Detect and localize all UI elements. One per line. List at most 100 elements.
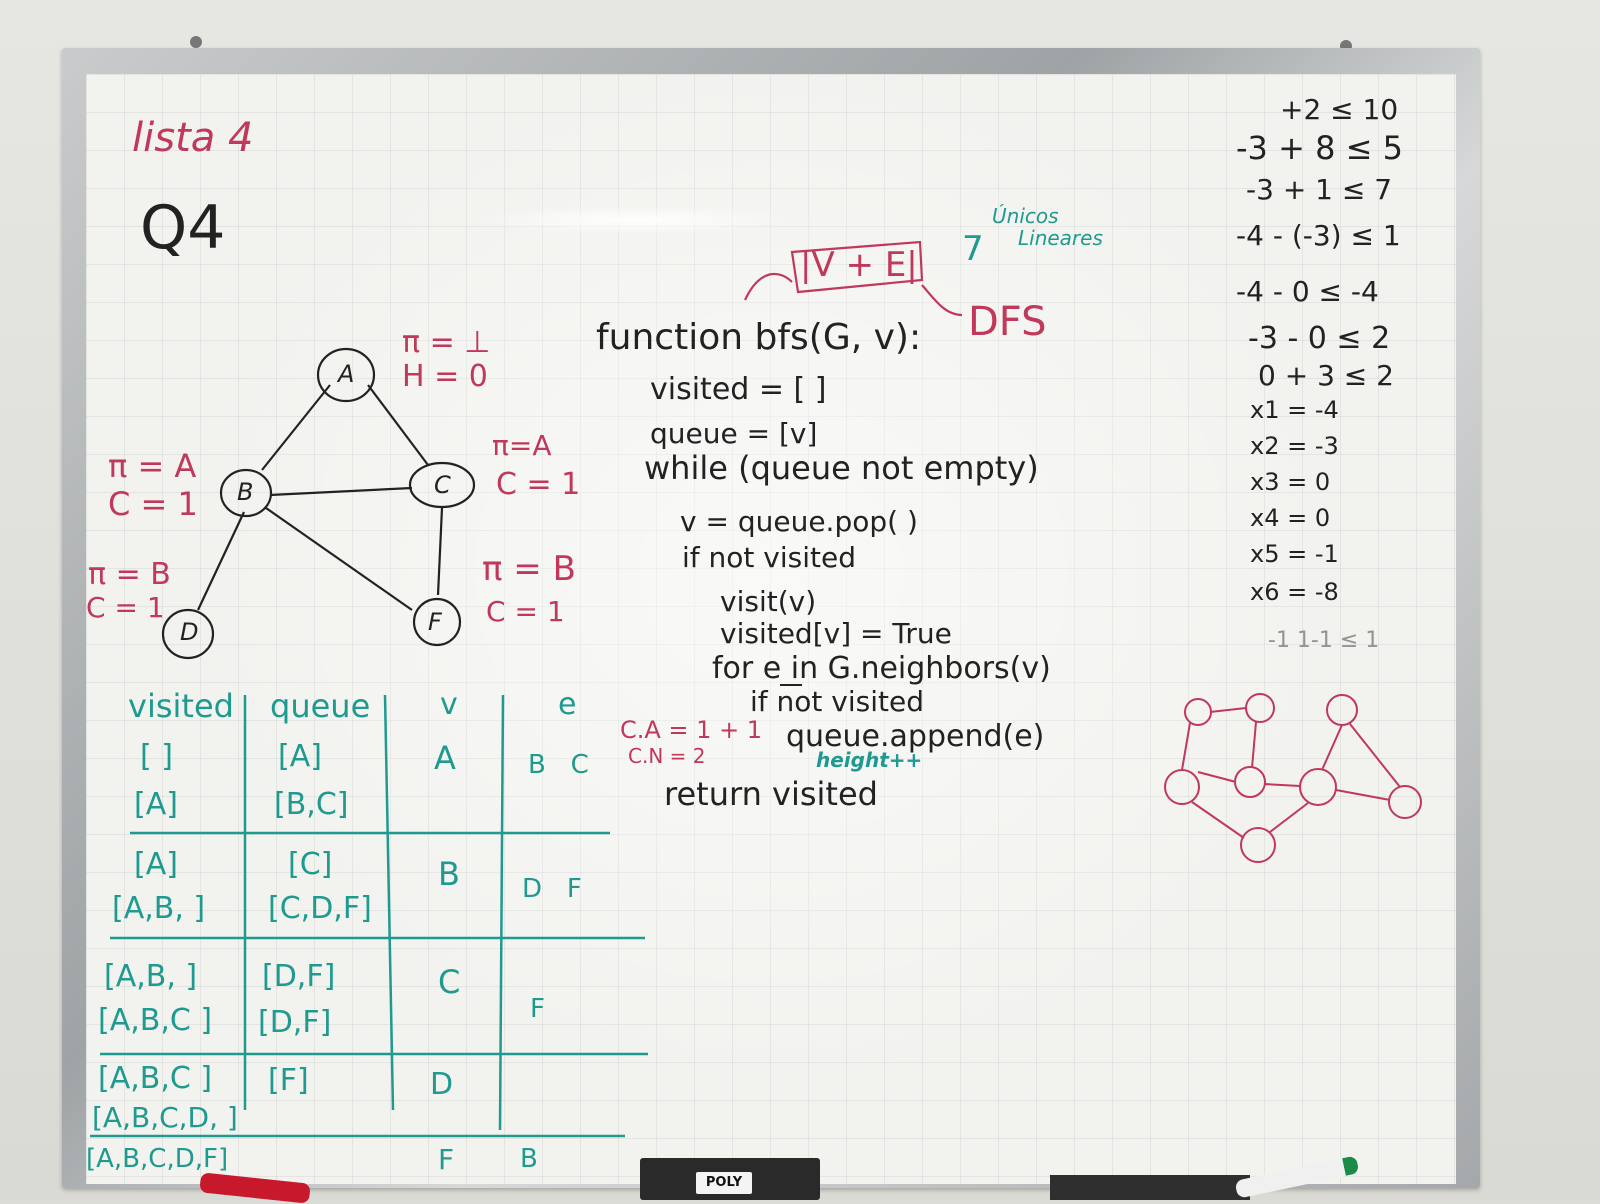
math-line: x5 = -1 (1250, 540, 1339, 568)
code-line-queue-init: queue = [v] (650, 417, 818, 450)
annotation-d-c: C = 1 (86, 591, 165, 624)
table-header-queue: queue (270, 687, 371, 725)
edge-c-f (436, 507, 444, 596)
graph-edges (197, 384, 444, 611)
math-line: x3 = 0 (1250, 468, 1331, 496)
table-cell-v: D (430, 1067, 454, 1102)
node-circle-b (219, 468, 273, 518)
table-header-visited: visited (128, 687, 234, 725)
table-cell-visited: [A,B, ] (112, 891, 206, 926)
math-line: -1 1-1 ≤ 1 (1268, 628, 1380, 653)
eraser-brand: POLY (696, 1172, 752, 1194)
math-line: x2 = -3 (1250, 432, 1339, 460)
code-line-if-inner: if not visited (750, 685, 924, 718)
complexity-note-linear: Lineares (1018, 226, 1103, 250)
whiteboard-surface (86, 74, 1456, 1184)
table-cell-visited: [A,B,C,D, ] (92, 1101, 238, 1134)
table-cell-queue: [C,D,F] (268, 891, 372, 926)
edge-b-d (197, 511, 245, 611)
math-line: 0 + 3 ≤ 2 (1258, 359, 1394, 392)
table-cell-e: D F (522, 874, 582, 904)
annotation-c-c: C = 1 (496, 467, 581, 502)
node-circle-f (412, 597, 462, 647)
table-cell-visited: [A] (134, 847, 178, 882)
math-line: x6 = -8 (1250, 578, 1339, 606)
complexity-note-unique: Únicos (992, 204, 1059, 228)
side-note-1: C.A = 1 + 1 (620, 716, 763, 744)
table-cell-queue: [B,C] (274, 787, 349, 822)
node-label-d: D (180, 618, 199, 646)
code-line-while: while (queue not empty) (644, 449, 1039, 487)
complexity-arrow: 7 (962, 229, 984, 269)
height-note: height++ (816, 748, 923, 772)
annotation-b-pi: π = A (108, 447, 197, 485)
table-cell-visited: [A,B,C ] (98, 1061, 213, 1096)
table-cell-visited: [A] (134, 787, 178, 822)
table-cell-e: F (530, 994, 545, 1024)
side-note-2: C.N = 2 (628, 744, 706, 768)
code-line-append: queue.append(e) (786, 719, 1045, 754)
table-cell-e: B C (528, 750, 589, 780)
mount-screw (190, 36, 202, 48)
code-line-mark: visited[v] = True (720, 617, 952, 650)
annotation-b-c: C = 1 (108, 485, 198, 523)
math-line: -4 - (-3) ≤ 1 (1236, 219, 1401, 252)
table-cell-visited: [A,B, ] (104, 959, 198, 994)
table-cell-v: C (438, 963, 461, 1001)
annotation-a-h: H = 0 (402, 359, 488, 394)
code-line-pop: v = queue.pop( ) (680, 505, 918, 538)
code-line-if: if not visited (682, 541, 856, 574)
annotation-d-pi: π = B (88, 557, 171, 592)
table-cell-v: B (438, 855, 460, 893)
table-cell-visited: [A,B,C,D,F] (86, 1144, 229, 1174)
annotation-f-c: C = 1 (486, 595, 565, 628)
node-label-c: C (434, 471, 451, 499)
code-line-visited-init: visited = [ ] (650, 372, 827, 407)
node-label-a: A (338, 360, 355, 388)
board-title: lista 4 (132, 115, 254, 161)
edge-a-c (367, 384, 429, 466)
node-circle-a (316, 347, 376, 403)
math-line: x4 = 0 (1250, 504, 1331, 532)
table-cell-visited: [A,B,C ] (98, 1003, 213, 1038)
node-circle-d (161, 608, 215, 660)
light-glare (470, 205, 800, 235)
math-line: -3 + 8 ≤ 5 (1236, 129, 1403, 167)
node-circle-c (408, 461, 476, 509)
table-cell-queue: [D,F] (262, 959, 336, 994)
code-line-visit: visit(v) (720, 585, 817, 618)
table-grid (90, 694, 648, 1138)
complexity-bracket (744, 240, 963, 317)
math-line: -3 - 0 ≤ 2 (1248, 321, 1391, 356)
table-cell-v: F (438, 1143, 455, 1176)
table-header-v: v (440, 687, 458, 722)
annotation-a-pi: π = ⊥ (402, 325, 491, 360)
table-cell-queue: [C] (288, 847, 333, 882)
math-line: -4 - 0 ≤ -4 (1236, 275, 1379, 308)
edge-a-b (261, 384, 331, 471)
annotation-c-pi: π=A (492, 429, 552, 462)
code-line-function: function bfs(G, v): (596, 317, 922, 358)
edge-b-c (269, 486, 413, 497)
table-header-e: e (558, 687, 577, 722)
table-cell-visited: [ ] (140, 739, 173, 774)
table-cell-queue: [D,F] (258, 1005, 332, 1040)
edge-b-f (265, 507, 413, 611)
node-label-b: B (237, 478, 254, 506)
table-cell-queue: [A] (278, 739, 322, 774)
table-cell-v: A (434, 739, 456, 777)
code-line-for: for e in G.neighbors(v) (712, 651, 1051, 686)
math-line: x1 = -4 (1250, 396, 1339, 424)
complexity-expr: |V + E| (800, 245, 918, 285)
dfs-label: DFS (968, 299, 1047, 345)
marker-tray-right (1050, 1175, 1250, 1200)
table-cell-queue: [F] (268, 1063, 309, 1098)
code-line-return: return visited (664, 775, 878, 813)
math-line: +2 ≤ 10 (1280, 93, 1399, 126)
annotation-f-pi: π = B (482, 549, 576, 589)
table-cell-e: B (520, 1144, 538, 1174)
small-graph-sketch (1164, 693, 1422, 863)
node-label-f: F (428, 608, 442, 636)
math-line: -3 + 1 ≤ 7 (1246, 173, 1393, 206)
